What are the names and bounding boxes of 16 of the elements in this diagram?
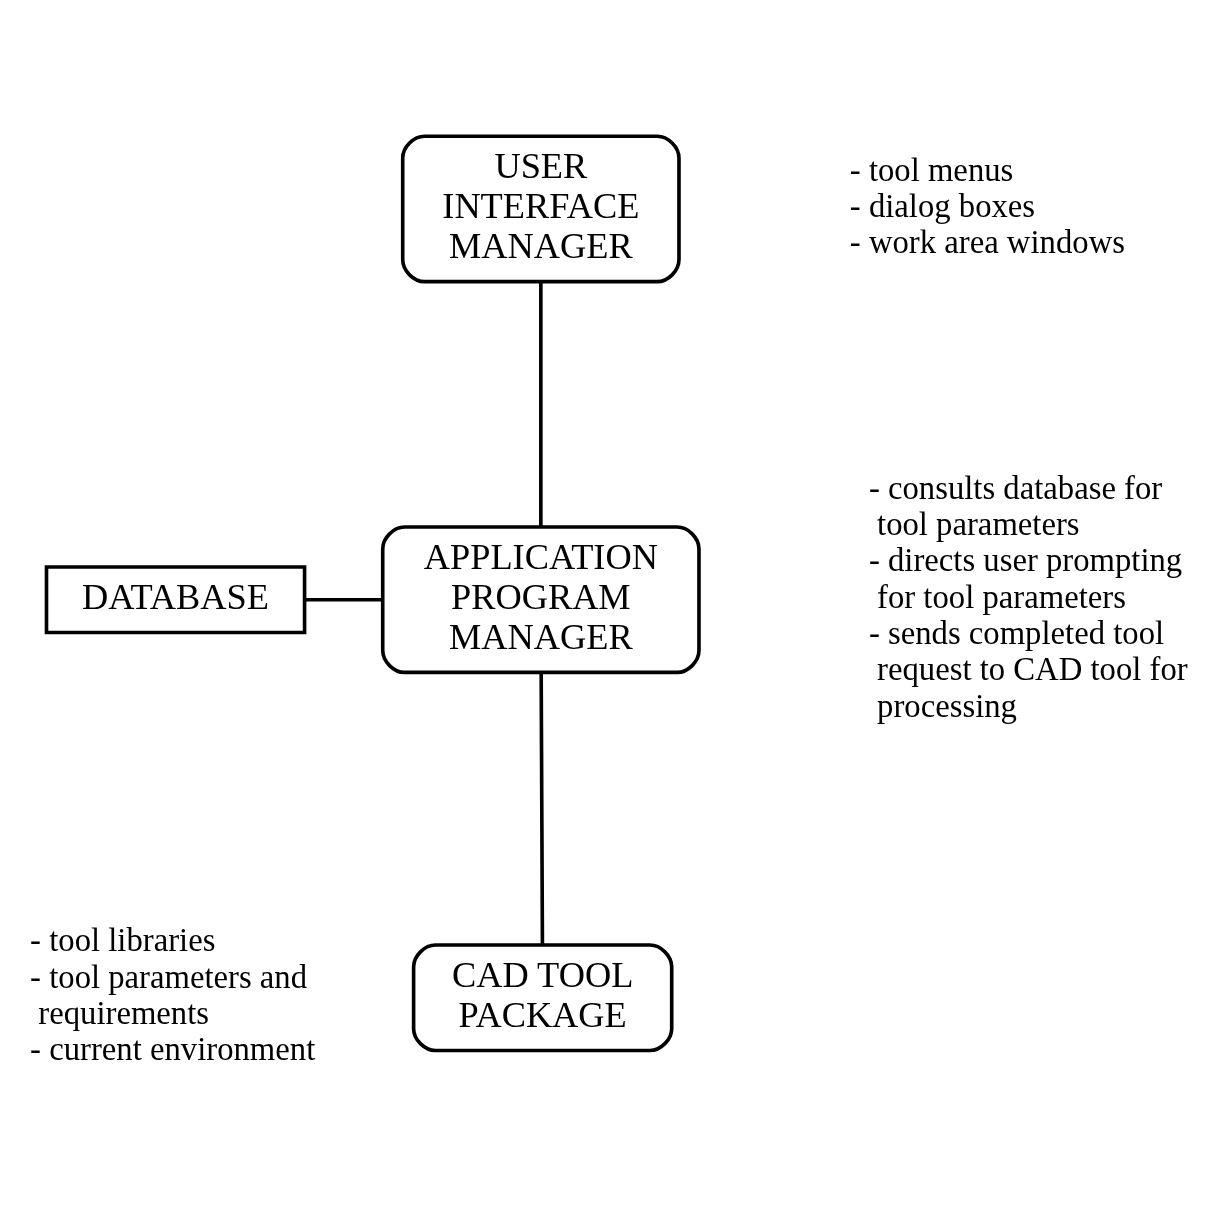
connector xyxy=(304,597,383,602)
node-label: - tool libraries xyxy=(30,921,216,958)
node-label: - tool parameters and requirements xyxy=(30,958,308,1031)
node-label: - consults database for tool parameters xyxy=(868,469,1163,542)
node-box: CAD TOOL PACKAGE xyxy=(411,942,674,1052)
node-label: - dialog boxes xyxy=(849,187,1036,224)
connector xyxy=(539,281,543,527)
node-label: - tool menus xyxy=(849,151,1014,188)
node-label: - work area windows xyxy=(849,223,1125,260)
node-box: USER INTERFACE MANAGER xyxy=(400,133,681,283)
node-box: DATABASE xyxy=(44,564,307,634)
node-box: APPLICATION PROGRAM MANAGER xyxy=(380,524,701,674)
node-label: - current environment xyxy=(30,1030,316,1067)
connector xyxy=(539,672,545,945)
node-label: - directs user prompting for tool parameters xyxy=(868,541,1183,615)
node-label: - sends completed tool request to CAD tool for processing xyxy=(868,614,1188,724)
